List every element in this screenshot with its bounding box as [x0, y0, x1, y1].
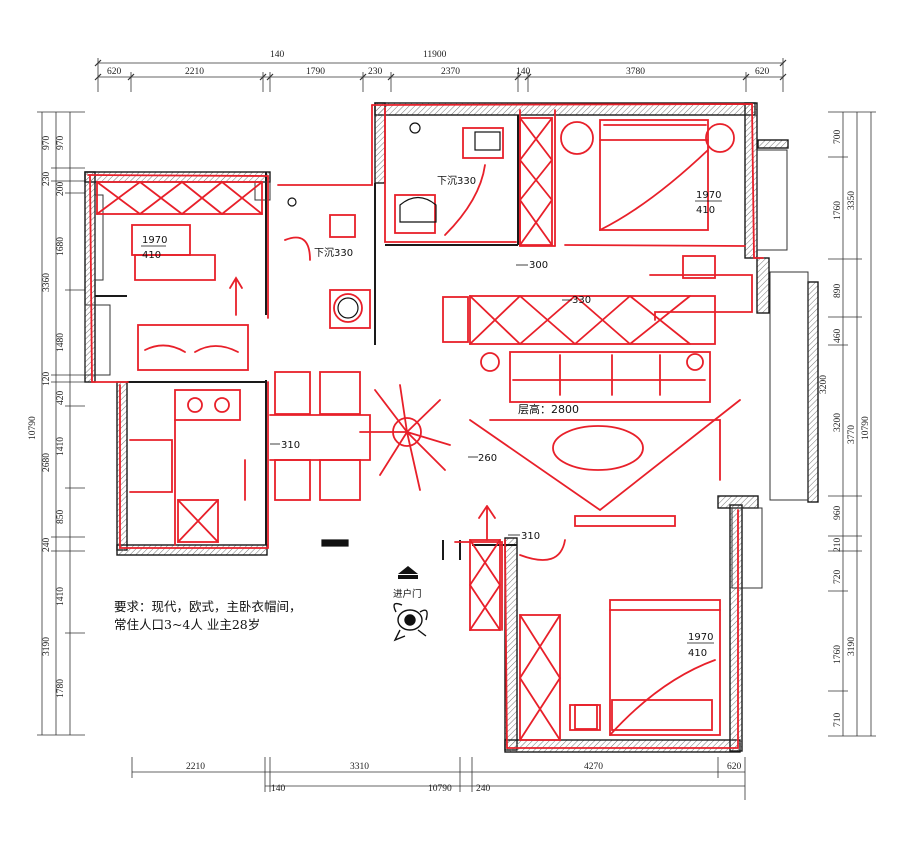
dim-right-outer-1: 3770: [847, 425, 857, 444]
dimension-bottom: [131, 757, 746, 800]
dim-left-outer-0: 970: [42, 136, 52, 151]
dimension-top: [94, 58, 787, 92]
label-bed-size-2b: 410: [696, 205, 715, 216]
dim-left-outer-2: 3360: [42, 273, 52, 292]
label-level-310a: 310: [281, 440, 300, 451]
dim-right-outer-2: 3190: [847, 637, 857, 656]
dim-top-4: 2370: [441, 67, 460, 77]
dim-top-6: 620: [755, 67, 770, 77]
windows: [84, 149, 809, 589]
dim-bottom-240: 240: [476, 784, 491, 794]
dim-right-total: 10790: [861, 416, 871, 440]
red-sketch: [87, 103, 764, 749]
dim-left-inner-7: 1410: [56, 587, 66, 606]
dim-left-total: 10790: [28, 416, 38, 440]
dim-bottom-total: 10790: [428, 784, 452, 794]
dim-left-inner-4: 420: [56, 391, 66, 406]
dim-right-inner-4: 3200: [819, 375, 829, 394]
dim-right-inner-3: 460: [833, 329, 843, 344]
label-sunken-1: 下沉330: [437, 174, 476, 187]
dim-top-1: 2210: [185, 67, 204, 77]
dim-top-2: 1790: [306, 67, 325, 77]
dim-right-inner-9: 710: [833, 713, 843, 728]
dim-left-inner-0: 970: [56, 136, 66, 151]
label-level-310b: 310: [521, 531, 540, 542]
dim-left-inner-3: 1480: [56, 333, 66, 352]
entry-arrow-icon: [398, 566, 418, 579]
dim-right-inner-2: 890: [833, 284, 843, 299]
dim-right-inner-8: 1760: [833, 645, 843, 664]
dimension-left: [37, 111, 85, 736]
dimension-right: [828, 111, 876, 737]
label-bed-size-2: 1970: [696, 190, 721, 201]
dim-left-inner-2: 1680: [56, 237, 66, 256]
dim-top-5: 3780: [626, 67, 645, 77]
interior-walls: [95, 115, 519, 560]
note-line-1: 要求：现代，欧式，主卧衣帽间，: [114, 599, 302, 614]
dim-top-3: 230: [368, 67, 383, 77]
dim-right-inner-6: 210: [833, 538, 843, 553]
dim-top-140a: 140: [270, 50, 285, 60]
dim-top-0: 620: [107, 67, 122, 77]
label-bed-size-3: 1970: [688, 632, 713, 643]
dim-left-inner-1: 200: [56, 182, 66, 197]
label-sunken-2: 下沉330: [314, 246, 353, 259]
label-ceiling-height: 层高：2800: [518, 402, 579, 416]
dim-bottom-2: 4270: [584, 762, 603, 772]
label-level-330: 330: [572, 295, 591, 306]
label-bed-size-1: 1970: [142, 235, 167, 246]
dim-right-inner-4b: 3200: [833, 413, 843, 432]
label-level-260: 260: [478, 453, 497, 464]
label-bed-size-3b: 410: [688, 648, 707, 659]
dim-left-inner-5: 1410: [56, 437, 66, 456]
dim-bottom-3: 620: [727, 762, 742, 772]
dim-left-outer-5: 240: [42, 538, 52, 553]
entry-door-label: 进户门: [393, 589, 422, 600]
dim-bottom-140: 140: [271, 784, 286, 794]
note-line-2: 常住人口3~4人 业主28岁: [114, 617, 261, 632]
dim-right-inner-0: 700: [833, 130, 843, 145]
dim-right-inner-1: 1760: [833, 201, 843, 220]
dim-top-140b: 140: [516, 67, 531, 77]
fixtures: [287, 122, 501, 547]
dim-left-inner-6: 850: [56, 510, 66, 525]
dim-bottom-0: 2210: [186, 762, 205, 772]
dim-top-total: 11900: [423, 50, 447, 60]
dim-left-outer-6: 3190: [42, 637, 52, 656]
dim-left-outer-1: 230: [42, 172, 52, 187]
dim-left-outer-3: 120: [42, 372, 52, 387]
exterior-walls: [84, 102, 819, 753]
person-icon: [393, 602, 428, 642]
dim-right-inner-7: 720: [833, 570, 843, 585]
requirements-note: 要求：现代，欧式，主卧衣帽间， 常住人口3~4人 业主28岁: [114, 598, 302, 634]
label-level-300: 300: [529, 260, 548, 271]
label-bed-size-1b: 410: [142, 250, 161, 261]
dim-right-inner-5: 960: [833, 506, 843, 521]
dim-left-inner-8: 1780: [56, 679, 66, 698]
dim-bottom-1: 3310: [350, 762, 369, 772]
dim-right-outer-0: 3350: [847, 191, 857, 210]
dim-left-outer-4: 2680: [42, 453, 52, 472]
